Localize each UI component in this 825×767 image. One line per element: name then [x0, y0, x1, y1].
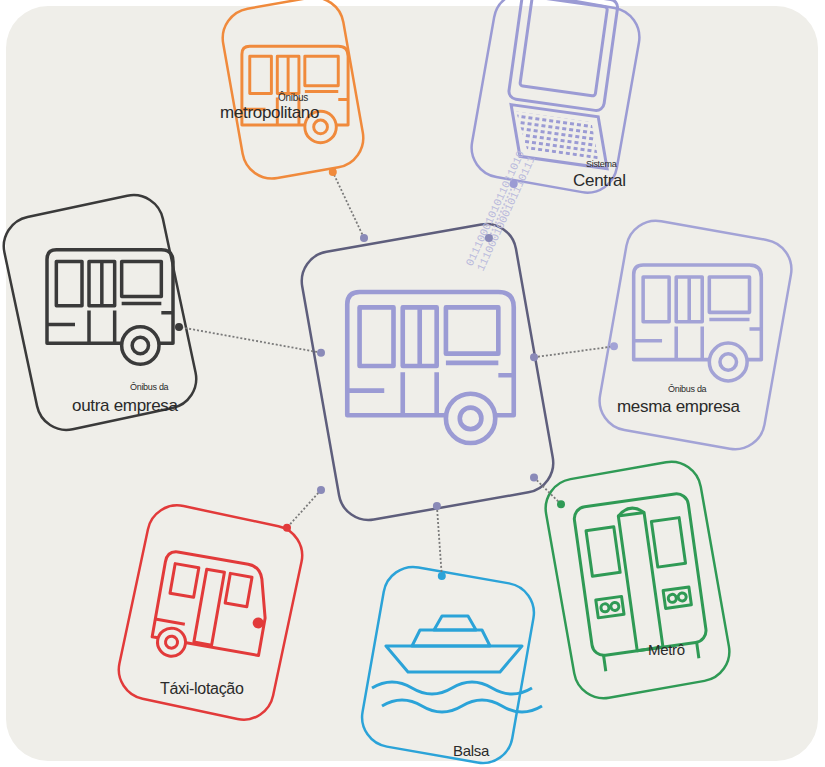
node-title: Metrô: [648, 642, 685, 659]
connector-dot: [175, 323, 183, 331]
dotted-connector: [534, 478, 561, 505]
node-subtitle: Ônibus da: [130, 383, 168, 393]
node-box: SistemaCentral: [468, 0, 643, 200]
dotted-connector: [287, 490, 321, 528]
node-box: Ônibus da mesma empresa: [598, 215, 793, 455]
dotted-connector: [437, 506, 442, 576]
node-box: Ônibus da outra empresa: [5, 190, 195, 435]
dotted-connector: [534, 346, 614, 357]
rounded-outline: [468, 0, 643, 200]
dotted-connector: [179, 327, 321, 353]
computer-icon: [500, 0, 630, 169]
rounded-outline: [305, 222, 550, 522]
train-icon: [573, 492, 710, 672]
node-subtitle: Ônibus da: [668, 385, 706, 395]
node-title: metropolitano: [220, 104, 319, 123]
connector-dot: [557, 500, 565, 508]
node-box: Balsa: [358, 560, 538, 767]
connector-dot: [510, 180, 518, 188]
connector-dot: [317, 486, 325, 494]
connector-dot: [283, 524, 291, 532]
connector-dot: [485, 234, 493, 242]
node-title: outra empresa: [72, 397, 178, 416]
node-box: Ônibusmetropolitano: [218, 0, 368, 188]
boat-icon: [372, 616, 542, 712]
node-title: mesma empresa: [617, 398, 740, 417]
connector-dot: [530, 474, 538, 482]
node-title: Central: [573, 172, 626, 191]
rounded-outline: [358, 560, 538, 767]
connector-dot: [438, 572, 446, 580]
node-box: Metrô: [545, 455, 730, 705]
connector-dot: [530, 353, 538, 361]
node-box: Táxi-lotação: [118, 500, 303, 725]
bus-icon: [634, 265, 762, 381]
connector-dot: [433, 502, 441, 510]
node-subtitle: Sistema: [586, 160, 616, 170]
connector-dot: [329, 168, 337, 176]
node-title: Balsa: [453, 743, 489, 760]
connector-dot: [317, 349, 325, 357]
rounded-outline: [545, 455, 730, 705]
bus-icon: [47, 250, 173, 364]
node-title: Táxi-lotação: [160, 680, 244, 698]
dotted-connector: [489, 184, 514, 238]
bus-icon: [347, 292, 514, 443]
bus-icon: [242, 46, 348, 142]
connector-dot: [360, 234, 368, 242]
dotted-connector: [333, 172, 364, 238]
node-subtitle: Ônibus: [278, 92, 308, 103]
node-box: [305, 222, 550, 522]
rounded-outline: [598, 215, 793, 455]
connector-dot: [610, 342, 618, 350]
van-icon: [149, 550, 273, 671]
